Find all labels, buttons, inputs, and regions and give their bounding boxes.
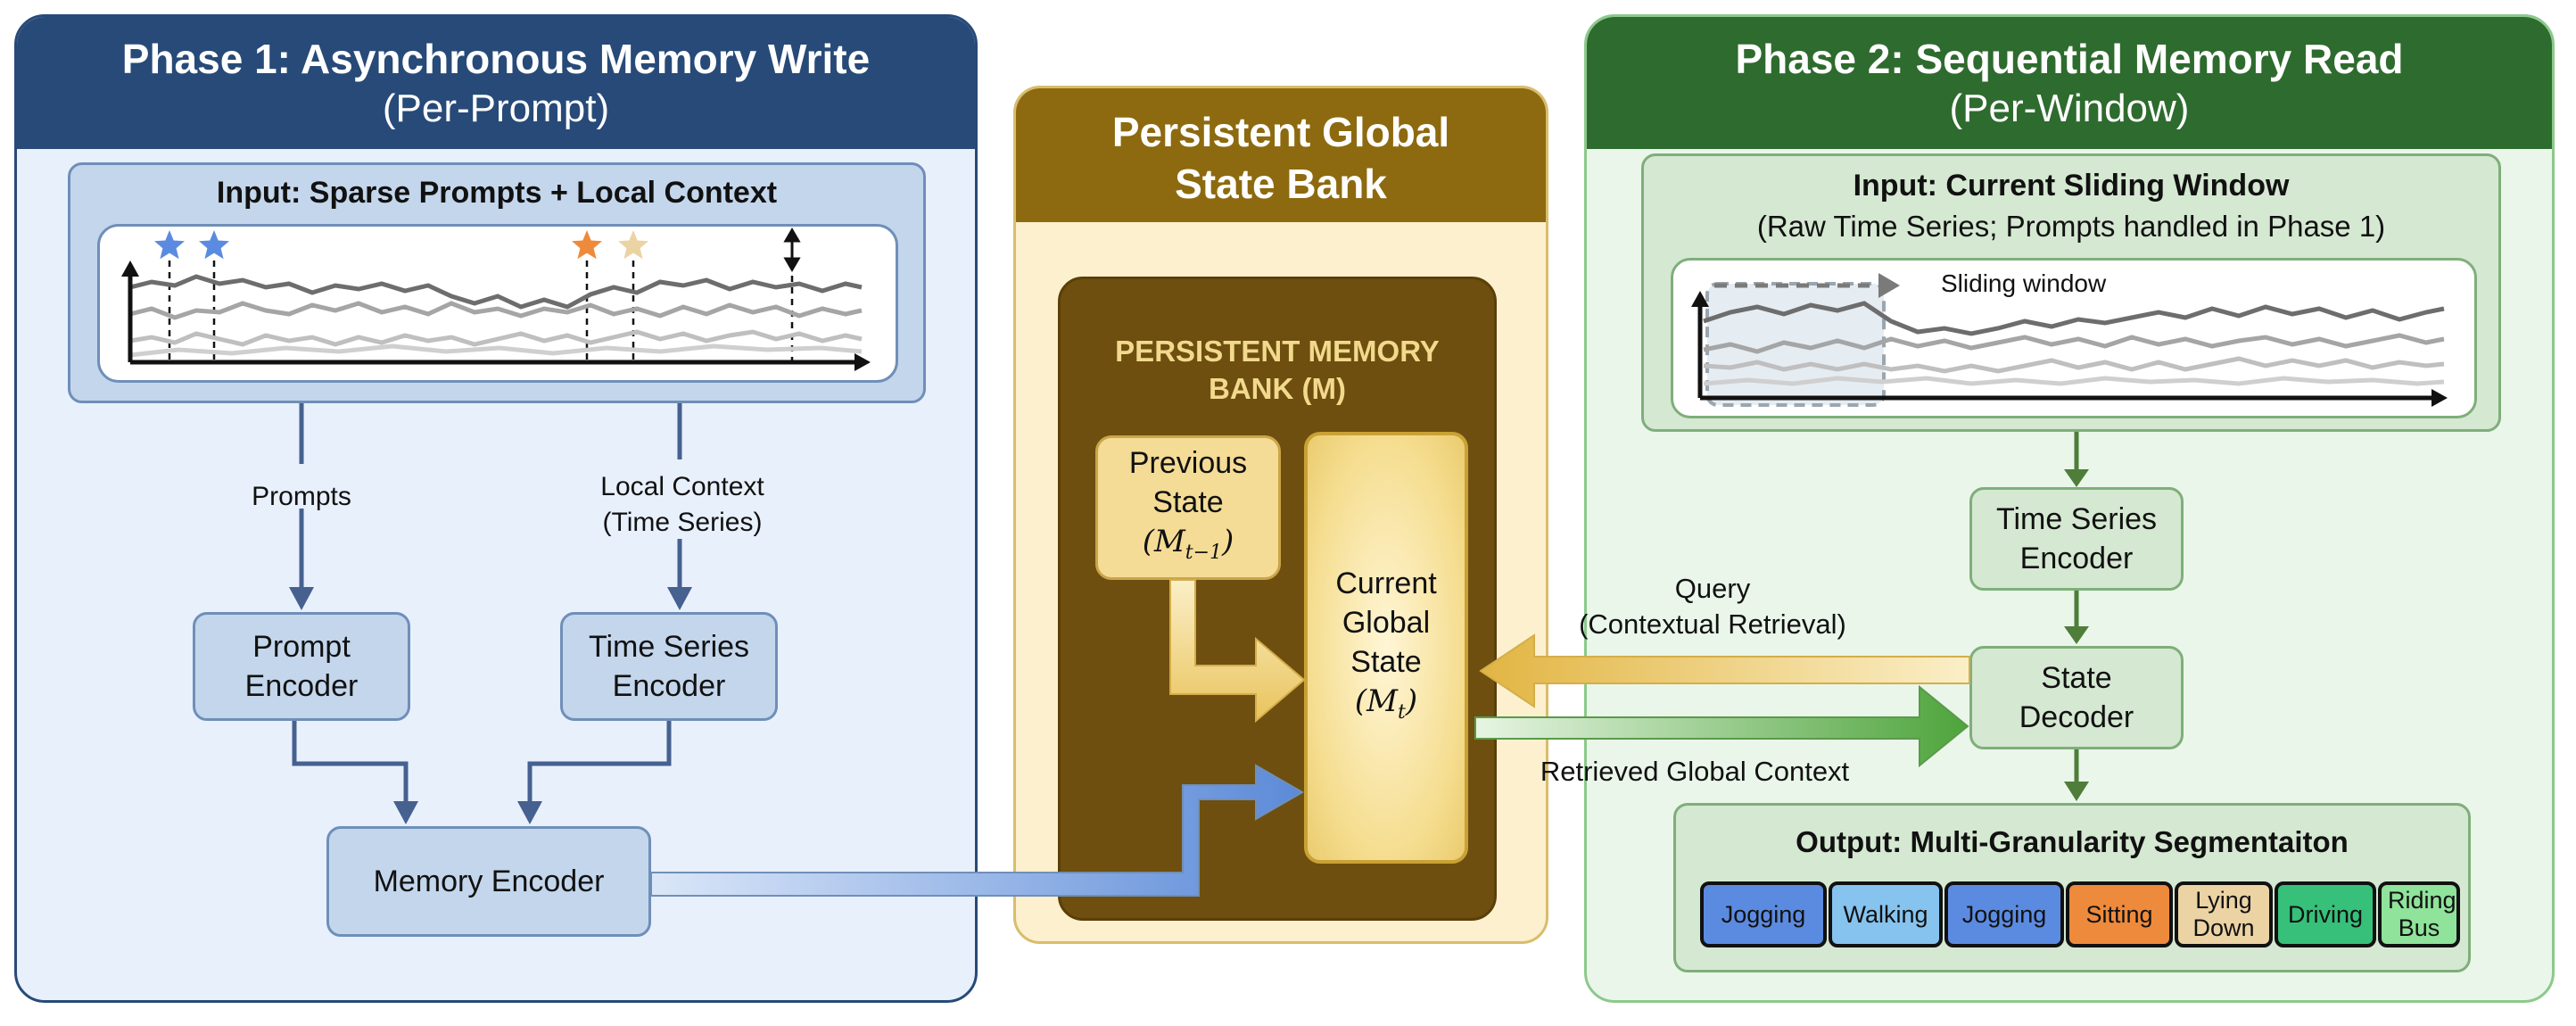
state-decoder-line1: State — [2041, 661, 2112, 695]
prompt-encoder-box: Prompt Encoder — [193, 612, 410, 721]
phase2-subtitle: (Per-Window) — [1949, 87, 2190, 130]
previous-state-line1: Previous — [1128, 445, 1248, 480]
current-state-line2: Global — [1342, 605, 1431, 640]
segment-4: Sitting — [2066, 881, 2173, 947]
segment-label: Driving — [2287, 900, 2364, 928]
segment-1: Jogging — [1700, 881, 1827, 947]
phase1-ts-encoder-box: Time Series Encoder — [560, 612, 778, 721]
segment-label: Sitting — [2085, 900, 2153, 928]
query-label-line1: Query — [1674, 573, 1751, 604]
local-context-label-line1: Local Context — [600, 472, 764, 501]
local-context-label: Local Context (Time Series) — [553, 469, 812, 541]
prompt-encoder-line2: Encoder — [244, 669, 359, 703]
phase1-input-title: Input: Sparse Prompts + Local Context — [216, 176, 778, 210]
phase1-title: Phase 1: Asynchronous Memory Write — [121, 36, 871, 82]
previous-state-box: Previous State (Mt−1) — [1095, 435, 1281, 580]
segment-3: Jogging — [1944, 881, 2064, 947]
segment-label: Walking — [1843, 900, 1928, 928]
bank-title-line1: Persistent Global — [1111, 109, 1450, 155]
query-label-line2: (Contextual Retrieval) — [1579, 608, 1846, 640]
segment-label: Lying Down — [2192, 887, 2255, 941]
phase1-plot-box — [97, 224, 898, 383]
segment-7: Riding Bus — [2378, 881, 2460, 947]
memory-bank-inner-title: PERSISTENT MEMORY BANK (M) — [1061, 333, 1494, 408]
current-state-line1: Current — [1335, 566, 1437, 600]
current-state-math: (M — [1354, 683, 1398, 719]
phase1-input-box: Input: Sparse Prompts + Local Context — [68, 162, 926, 403]
phase1-ts-encoder-line2: Encoder — [612, 669, 726, 703]
bank-title-line2: State Bank — [1175, 161, 1387, 207]
phase1-header: Phase 1: Asynchronous Memory Write (Per-… — [17, 17, 975, 149]
segment-label: Jogging — [1721, 900, 1806, 928]
prompt-encoder-line1: Prompt — [252, 630, 351, 664]
phase2-ts-encoder-line1: Time Series — [1995, 502, 2158, 536]
segment-label: Riding Bus — [2388, 887, 2456, 941]
phase2-ts-encoder-line2: Encoder — [2019, 542, 2134, 575]
local-context-label-line2: (Time Series) — [602, 508, 763, 537]
current-state-close: ) — [1405, 683, 1418, 719]
segment-2: Walking — [1829, 881, 1943, 947]
previous-state-line2: State — [1152, 484, 1224, 519]
previous-state-math: (M — [1142, 523, 1185, 559]
state-decoder-line2: Decoder — [2019, 700, 2134, 734]
phase2-header: Phase 2: Sequential Memory Read (Per-Win… — [1587, 17, 2552, 149]
query-label: Query (Contextual Retrieval) — [1534, 571, 1891, 642]
state-decoder-box: State Decoder — [1969, 646, 2184, 749]
phase2-title: Phase 2: Sequential Memory Read — [1735, 36, 2404, 82]
phase1-subtitle: (Per-Prompt) — [382, 87, 610, 130]
retrieved-label: Retrieved Global Context — [1540, 756, 1850, 787]
segment-label: Jogging — [1961, 900, 2047, 928]
memory-bank-inner-title-line2: BANK (M) — [1209, 372, 1346, 405]
segment-6: Driving — [2275, 881, 2376, 947]
phase2-input-subtitle: (Raw Time Series; Prompts handled in Pha… — [1756, 210, 2386, 243]
output-title: Output: Multi-Granularity Segmentaiton — [1796, 825, 2349, 858]
memory-encoder-box: Memory Encoder — [326, 826, 651, 937]
current-state-box: Current Global State (Mt) — [1304, 432, 1468, 864]
memory-bank-inner-title-line1: PERSISTENT MEMORY — [1115, 335, 1440, 368]
current-state-line3: State — [1350, 644, 1422, 679]
sliding-window-label: Sliding window — [1941, 269, 2107, 297]
prompts-label: Prompts — [252, 482, 351, 511]
phase2-ts-encoder-box: Time Series Encoder — [1969, 487, 2184, 591]
phase1-ts-encoder-line1: Time Series — [588, 630, 750, 664]
segment-5: Lying Down — [2175, 881, 2273, 947]
phase2-input-title: Input: Current Sliding Window — [1853, 169, 2290, 203]
previous-state-subscript: t−1 — [1185, 541, 1223, 564]
previous-state-close: ) — [1222, 523, 1234, 559]
current-state-subscript: t — [1397, 700, 1406, 724]
memory-encoder-label: Memory Encoder — [373, 865, 605, 898]
bank-header: Persistent Global State Bank — [1016, 88, 1546, 222]
